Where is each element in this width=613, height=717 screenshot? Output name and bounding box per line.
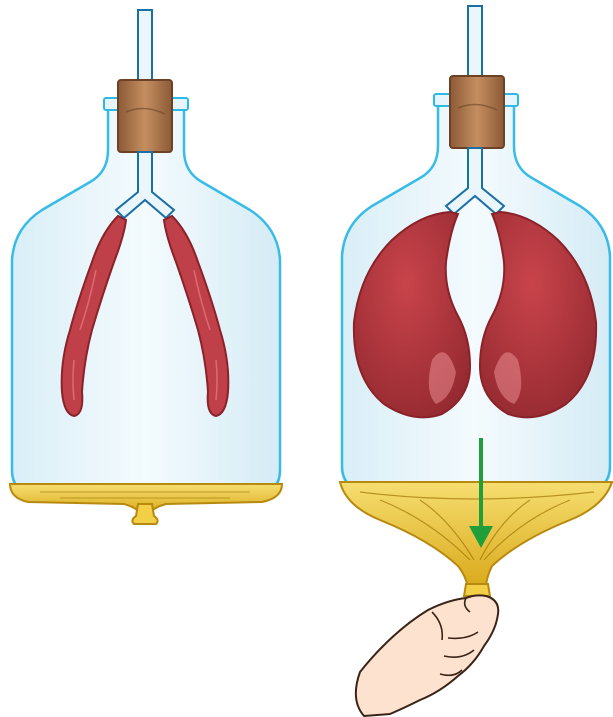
right-membrane-knob bbox=[464, 584, 490, 596]
right-jar-panel bbox=[340, 6, 612, 716]
hand-icon bbox=[356, 595, 498, 716]
right-cork-stopper-icon bbox=[450, 76, 504, 148]
left-jar-panel bbox=[10, 10, 282, 524]
left-cork-stopper-icon bbox=[118, 80, 172, 152]
